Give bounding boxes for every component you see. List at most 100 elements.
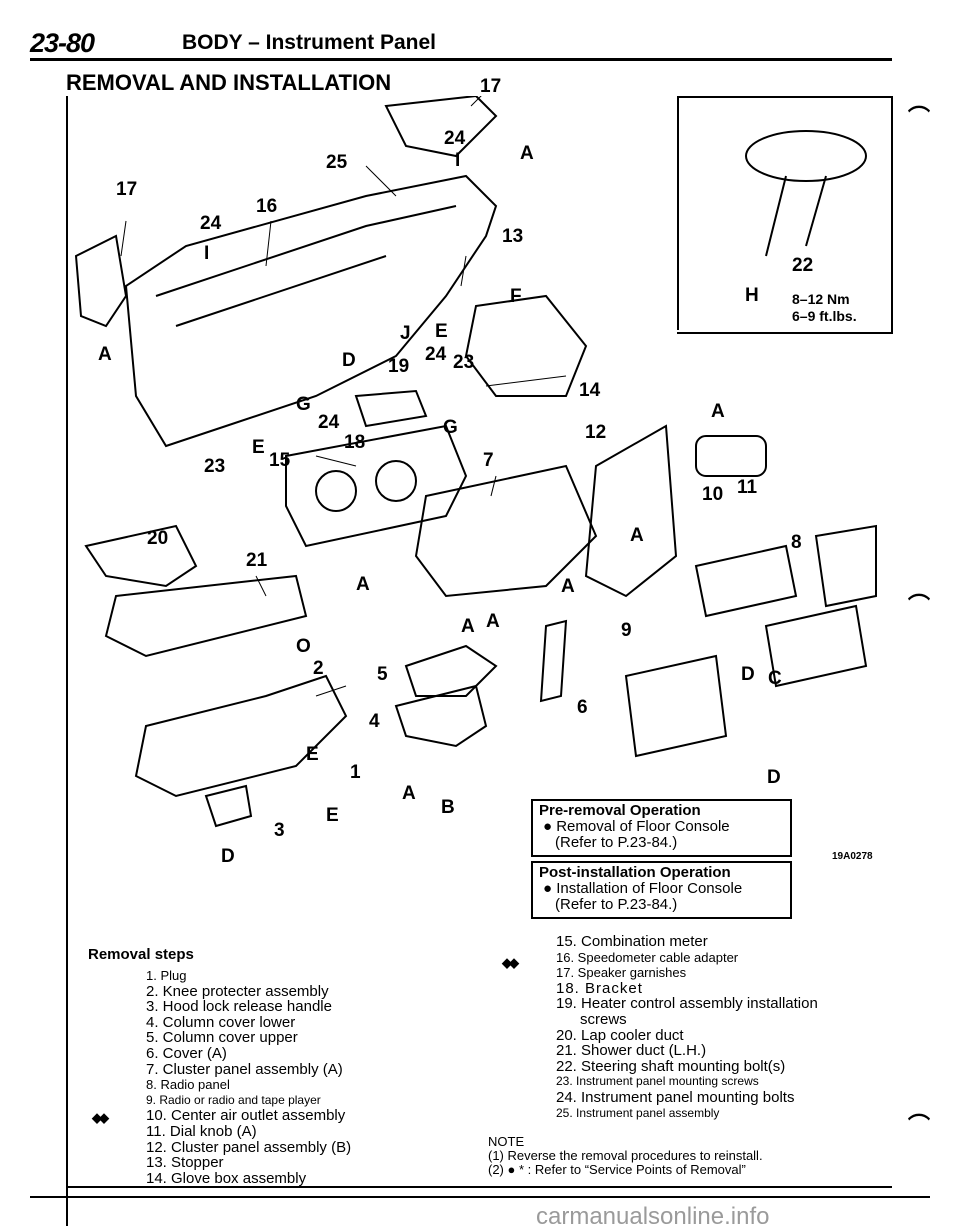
- callout-12: 12: [585, 422, 607, 443]
- step-24: 24. Instrument panel mounting bolts: [556, 1088, 795, 1106]
- speaker-garnish-top: [384, 96, 498, 158]
- service-point-marker-step-10: ◆◆: [92, 1110, 109, 1125]
- callout-D-right: D: [767, 767, 781, 788]
- step-5: 5. Column cover upper: [146, 1029, 298, 1047]
- step-15: 15. Combination meter: [556, 933, 708, 950]
- notes: NOTE (1) Reverse the removal procedures …: [488, 1135, 763, 1177]
- callout-I-left: I: [204, 243, 210, 264]
- callout-C: C: [768, 668, 782, 689]
- callout-G-right: G: [443, 417, 458, 438]
- callout-24-lower: 24: [318, 412, 340, 433]
- hood-lock-handle-shape: [204, 784, 253, 828]
- step-19-continued: screws: [580, 1010, 627, 1028]
- scan-mark-top-right: ⌒: [908, 105, 931, 130]
- step-2: 2. Knee protecter assembly: [146, 982, 329, 1000]
- footer-rule: [30, 1196, 930, 1198]
- step-4: 4. Column cover lower: [146, 1013, 296, 1031]
- callout-7: 7: [483, 450, 494, 471]
- callout-21: 21: [246, 550, 268, 571]
- page-number: 23-80: [30, 28, 95, 58]
- callout-A-top: A: [520, 143, 534, 164]
- glove-box-shape: [464, 294, 588, 397]
- callout-A-left: A: [98, 344, 112, 365]
- step-7: 7. Cluster panel assembly (A): [146, 1060, 343, 1078]
- step-18: 18. Bracket: [556, 979, 643, 997]
- callout-17-left: 17: [116, 179, 138, 200]
- step-3: 3. Hood lock release handle: [146, 998, 332, 1016]
- post-installation-title: Post-installation Operation: [539, 864, 731, 881]
- callout-10: 10: [702, 484, 724, 505]
- callout-D-lower: D: [221, 846, 235, 867]
- callout-A-cluster-b: A: [630, 525, 644, 546]
- callout-D-upper: D: [342, 350, 356, 371]
- watermark: carmanualsonline.info: [536, 1203, 770, 1230]
- scan-mark-mid-right: ⌒: [908, 593, 931, 618]
- callout-11: 11: [737, 477, 758, 498]
- step-25: 25. Instrument panel assembly: [556, 1105, 720, 1120]
- callout-8: 8: [791, 532, 802, 553]
- cluster-panel-b-shape: [584, 424, 678, 598]
- callout-1: 1: [350, 762, 361, 783]
- pre-removal-ref: (Refer to P.23-84.): [555, 834, 678, 851]
- step-1: 1. Plug: [146, 968, 187, 983]
- callout-9: 9: [621, 620, 632, 641]
- callout-E-lower: E: [326, 805, 339, 826]
- callout-A-meter: A: [356, 574, 370, 595]
- radio-shape: [694, 544, 798, 618]
- callout-17-top: 17: [480, 76, 502, 97]
- exploded-view-illustration: [74, 96, 877, 828]
- post-installation-box: Post-installation Operation ● Installati…: [531, 861, 792, 919]
- callout-13: 13: [502, 226, 524, 247]
- callout-14: 14: [579, 380, 601, 401]
- step-17: 17. Speaker garnishes: [556, 965, 687, 981]
- header-rule: [30, 58, 892, 61]
- step-23: 23. Instrument panel mounting screws: [556, 1074, 759, 1089]
- callout-4: 4: [369, 711, 380, 732]
- callout-E-upper: E: [435, 321, 448, 342]
- note-2: (2) ● * : Refer to “Service Points of Re…: [488, 1162, 746, 1177]
- callout-23-left: 23: [204, 456, 226, 477]
- callout-23-center: 23: [453, 352, 475, 373]
- lap-cooler-duct-shape: [84, 524, 198, 588]
- callout-A-cluster-low-2: A: [486, 611, 500, 632]
- shower-duct-shape: [104, 574, 308, 658]
- callout-15: 15: [269, 450, 291, 471]
- callout-22: 22: [792, 255, 814, 276]
- callout-E-left: E: [252, 437, 265, 458]
- section-title: BODY – Instrument Panel: [182, 31, 437, 54]
- callout-O: O: [296, 636, 311, 657]
- callout-19: 19: [388, 356, 410, 377]
- radio-panel-shape: [814, 524, 877, 608]
- left-margin-rule: [66, 96, 68, 1226]
- step-8: 8. Radio panel: [146, 1077, 230, 1093]
- air-outlet-shape: [695, 435, 767, 477]
- callout-3: 3: [274, 820, 285, 841]
- removal-steps-right-column: 15. Combination meter 16. Speedometer ca…: [556, 934, 818, 1121]
- cover-a-shape: [539, 619, 568, 703]
- callout-A-cluster-right: A: [561, 576, 575, 597]
- cluster-panel-a-shape: [414, 464, 598, 598]
- callout-24-left: 24: [200, 213, 222, 234]
- combination-meter-shape: [285, 424, 468, 548]
- scan-mark-bottom-right: ⌒: [908, 1113, 931, 1138]
- step-14: 14. Glove box assembly: [146, 1169, 307, 1187]
- knee-protector-shape: [134, 674, 348, 798]
- removal-steps-left-column: 1. Plug 2. Knee protecter assembly 3. Ho…: [146, 968, 351, 1186]
- callout-5: 5: [377, 664, 388, 685]
- column-cover-lower-shape: [394, 684, 488, 748]
- callout-E-knee: E: [306, 744, 319, 765]
- instrument-panel-shape: [124, 174, 498, 448]
- torque-imperial: 6–9 ft.lbs.: [792, 308, 857, 324]
- callout-24-center: 24: [425, 344, 447, 365]
- callout-2: 2: [313, 658, 324, 679]
- callout-A-column: A: [402, 783, 416, 804]
- figure-code: 19A0278: [832, 851, 873, 862]
- post-installation-ref: (Refer to P.23-84.): [555, 896, 678, 913]
- pre-removal-title: Pre-removal Operation: [539, 802, 701, 819]
- step-11: 11. Dial knob (A): [146, 1122, 257, 1140]
- step-9: 9. Radio or radio and tape player: [146, 1092, 321, 1107]
- speaker-garnish-left: [74, 234, 128, 328]
- callout-A-cluster-low-1: A: [461, 616, 475, 637]
- removal-steps-heading: Removal steps: [88, 946, 194, 963]
- bracket-shape: [354, 389, 428, 428]
